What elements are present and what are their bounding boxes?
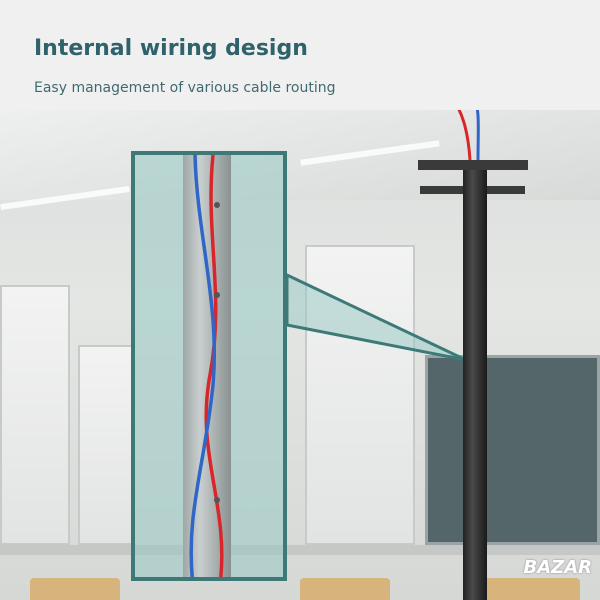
header-banner: Internal wiring design Easy management o… [0,0,600,110]
wall-trim [0,545,600,555]
window [305,245,415,545]
page-subtitle: Easy management of various cable routing [34,80,336,96]
chair [300,578,390,600]
chalkboard [425,355,600,545]
ceiling-mount-pole [463,170,487,600]
pole-cross-section [183,155,231,577]
internal-wires [189,155,224,577]
wiring-detail-callout [131,151,287,581]
callout-pointer [285,272,467,362]
watermark-logo: BAZAR [523,557,593,578]
chair [30,578,120,600]
ceiling-plate [418,160,528,170]
page-title: Internal wiring design [34,36,308,61]
window [0,285,70,545]
chair [470,578,580,600]
ceiling [0,110,600,200]
